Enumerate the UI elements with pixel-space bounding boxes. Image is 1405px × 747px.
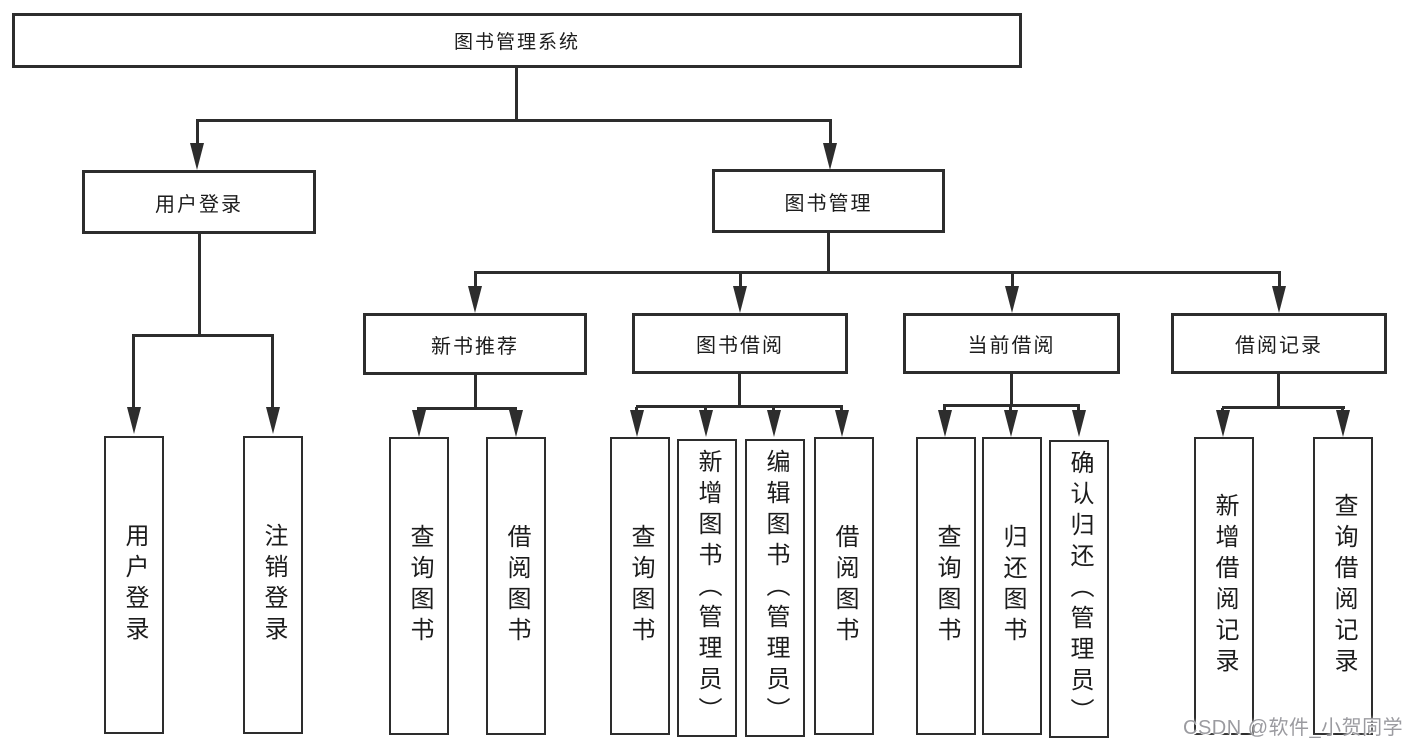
node-borrowing-records: 借阅记录 <box>1171 313 1387 374</box>
connector-line <box>1341 408 1344 411</box>
leaf-return-books: 归还图书 <box>982 437 1042 735</box>
arrow-head <box>412 410 426 437</box>
leaf-logout: 注销登录 <box>243 436 303 734</box>
arrow-head <box>1272 286 1286 313</box>
node-user-login: 用户登录 <box>82 170 316 234</box>
node-book-management: 图书管理 <box>712 169 945 233</box>
arrow-head <box>823 143 837 170</box>
arrow-head <box>835 410 849 437</box>
connector-line <box>1277 374 1280 409</box>
leaf-borrow-books-recommend: 借阅图书 <box>486 437 546 735</box>
connector-line <box>1221 408 1224 411</box>
arrow-head <box>266 407 280 434</box>
leaf-borrow-books: 借阅图书 <box>814 437 874 735</box>
arrow-head <box>190 143 204 170</box>
node-current-borrowing: 当前借阅 <box>903 313 1120 374</box>
node-library-management-system: 图书管理系统 <box>12 13 1022 68</box>
connector-line <box>738 374 741 408</box>
connector-line <box>635 407 638 411</box>
connector-line <box>132 334 274 337</box>
arrow-head <box>468 286 482 313</box>
connector-line <box>1222 406 1345 409</box>
arrow-head <box>1072 410 1086 437</box>
arrow-head <box>1336 410 1350 437</box>
arrow-head <box>938 410 952 437</box>
node-book-borrowing: 图书借阅 <box>632 313 848 374</box>
connector-line <box>704 407 707 411</box>
connector-line <box>132 336 135 409</box>
connector-line <box>943 406 946 411</box>
connector-line <box>196 119 832 122</box>
arrow-head <box>699 410 713 437</box>
connector-line <box>1009 406 1012 411</box>
arrow-head <box>733 286 747 313</box>
leaf-edit-books-admin: 编辑图书（管理员） <box>745 439 805 737</box>
leaf-query-books-current: 查询图书 <box>916 437 976 735</box>
connector-line <box>840 407 843 411</box>
connector-line <box>1011 273 1014 288</box>
connector-line <box>943 404 1080 407</box>
csdn-watermark: CSDN @软件_小贺同学 <box>1183 717 1404 739</box>
arrow-head <box>1216 410 1230 437</box>
connector-line <box>739 273 742 288</box>
connector-line <box>1010 374 1013 407</box>
leaf-query-books-recommend: 查询图书 <box>389 437 449 735</box>
leaf-query-books-borrow: 查询图书 <box>610 437 670 735</box>
connector-line <box>271 336 274 409</box>
leaf-query-borrow-record: 查询借阅记录 <box>1313 437 1373 735</box>
connector-line <box>827 233 830 274</box>
connector-line <box>772 407 775 411</box>
connector-line <box>198 234 201 336</box>
arrow-head <box>1005 286 1019 313</box>
connector-line <box>1077 406 1080 411</box>
node-new-book-recommendation: 新书推荐 <box>363 313 587 375</box>
arrow-head <box>630 410 644 437</box>
connector-line <box>636 405 843 408</box>
connector-line <box>515 68 518 121</box>
leaf-add-borrow-record: 新增借阅记录 <box>1194 437 1254 735</box>
arrow-head <box>509 410 523 437</box>
connector-line <box>474 271 1281 274</box>
connector-line <box>196 121 199 144</box>
leaf-add-books-admin: 新增图书（管理员） <box>677 439 737 737</box>
leaf-confirm-return-admin: 确认归还（管理员） <box>1049 440 1109 738</box>
arrow-head <box>1004 410 1018 437</box>
connector-line <box>1278 273 1281 288</box>
arrow-head <box>127 407 141 434</box>
leaf-user-login: 用户登录 <box>104 436 164 734</box>
connector-line <box>474 375 477 410</box>
arrow-head <box>767 410 781 437</box>
connector-line <box>474 273 477 288</box>
connector-line <box>417 407 517 410</box>
connector-line <box>829 121 832 144</box>
